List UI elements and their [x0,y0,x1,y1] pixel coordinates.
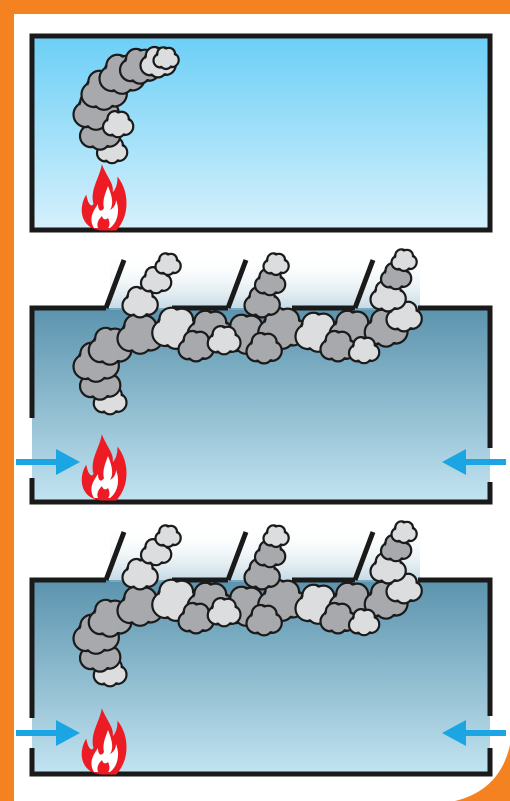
smoke-puff [246,333,281,363]
smoke-puff [349,337,379,363]
smoke-puff [208,326,241,354]
panel-closed-room [32,36,490,230]
smoke-puff [103,111,133,137]
smoke-puff [208,598,241,626]
smoke-puff [349,609,379,635]
smoke-puff [264,525,289,547]
smoke-puff [156,525,181,547]
panel-vented-room-a [16,249,506,502]
smoke-puff [264,253,289,275]
smoke-puff [392,249,417,271]
smoke-puff [246,605,281,635]
panel-vented-room-b [16,521,506,774]
smoke-puff [392,521,417,543]
smoke-puff [156,253,181,275]
smoke-puff [154,47,179,69]
